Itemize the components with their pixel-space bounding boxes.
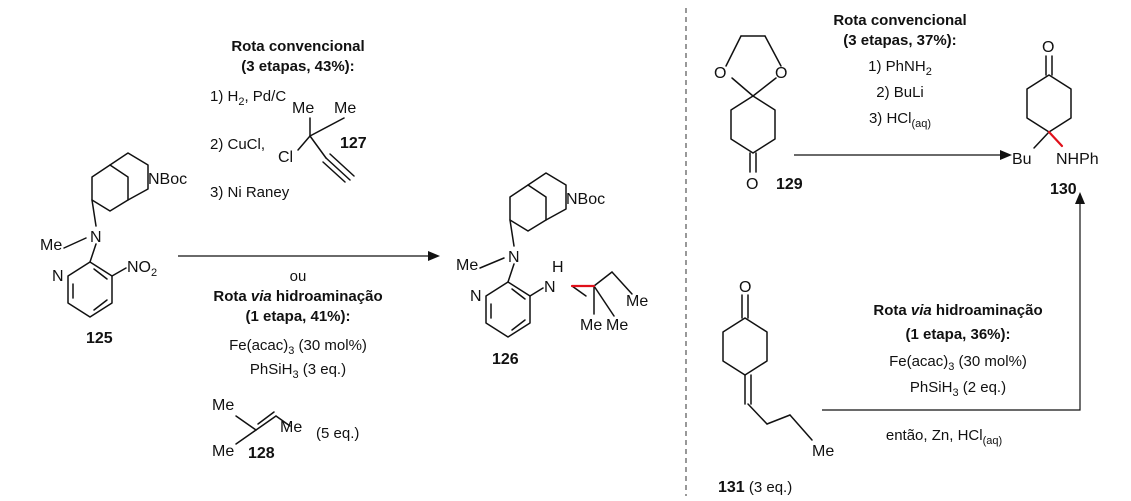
right-step-1: 1) PhNH2	[868, 58, 932, 78]
left-reagent-1: Fe(acac)3 (30 mol%)	[229, 337, 367, 357]
right-conventional-title: Rota convencional	[833, 12, 966, 29]
compound-129-structure	[725, 35, 782, 173]
right-top-arrow-head	[1000, 150, 1012, 160]
methyl-label-126: Me	[456, 257, 478, 274]
right-reagent-2: PhSiH3 (2 eq.)	[910, 379, 1006, 399]
right-step-3: 3) HCl(aq)	[869, 110, 931, 130]
methyl-label-125: Me	[40, 237, 62, 254]
right-bottom-arrow	[822, 200, 1081, 411]
compound-128-structure	[235, 411, 291, 445]
compound-label-127: 127	[340, 135, 367, 152]
amine-n-label-126b: N	[544, 279, 556, 296]
methyl-label-131: Me	[812, 443, 834, 460]
methyl-label-128c: Me	[212, 443, 234, 460]
right-conventional-subtitle: (3 etapas, 37%):	[843, 32, 956, 49]
left-step-1: 1) H2, Pd/C	[210, 88, 286, 108]
nitro-label-125: NO2	[127, 259, 157, 279]
methyl-label-128b: Me	[280, 419, 302, 436]
left-conventional-title: Rota convencional	[231, 38, 364, 55]
right-hydroamination-title: Rota via hidroaminação	[873, 302, 1042, 319]
compound-label-126: 126	[492, 351, 519, 368]
oxygen-label-129a: O	[714, 65, 726, 82]
methyl-label-128a: Me	[212, 397, 234, 414]
oxygen-label-131: O	[739, 279, 751, 296]
left-conventional-subtitle: (3 etapas, 43%):	[241, 58, 354, 75]
pyridine-n-label-125: N	[52, 268, 64, 285]
nhph-label-130: NHPh	[1056, 151, 1099, 168]
right-reagent-3: então, Zn, HCl(aq)	[886, 427, 1002, 447]
left-arrow-head	[428, 251, 440, 261]
nboc-label-125: NBoc	[148, 171, 187, 188]
amine-n-label-125: N	[90, 229, 102, 246]
left-reagent-2: PhSiH3 (3 eq.)	[250, 361, 346, 381]
ou-label: ou	[290, 268, 307, 285]
hydrogen-label-126: H	[552, 259, 564, 276]
nboc-label-126: NBoc	[566, 191, 605, 208]
compound-130-structure	[1026, 55, 1072, 149]
new-cn-bond-130	[1047, 130, 1064, 148]
left-step-3: 3) Ni Raney	[210, 184, 290, 201]
compound-126-structure	[479, 172, 633, 338]
methyl-label-127a: Me	[292, 100, 314, 117]
left-hydroamination-title: Rota via hidroaminação	[213, 288, 382, 305]
butyl-label-130: Bu	[1012, 151, 1032, 168]
pyridine-n-label-126: N	[470, 288, 482, 305]
compound-label-125: 125	[86, 330, 113, 347]
right-hydroamination-subtitle: (1 etapa, 36%):	[905, 326, 1010, 343]
methyl-label-126c: Me	[606, 317, 628, 334]
methyl-label-127b: Me	[334, 100, 356, 117]
methyl-label-126a: Me	[626, 293, 648, 310]
compound-125-structure	[63, 152, 149, 318]
right-reagent-1: Fe(acac)3 (30 mol%)	[889, 353, 1027, 373]
compound-127-structure	[297, 117, 355, 183]
amine-n-label-126: N	[508, 249, 520, 266]
right-step-2: 2) BuLi	[876, 84, 924, 101]
compound-131-structure	[722, 294, 813, 441]
compound-label-130: 130	[1050, 181, 1077, 198]
compound-label-128: 128	[248, 445, 275, 462]
right-bottom-arrow-head	[1075, 192, 1085, 204]
oxygen-label-129c: O	[746, 176, 758, 193]
chloro-label-127: Cl	[278, 149, 293, 166]
oxygen-label-129b: O	[775, 65, 787, 82]
left-step-2: 2) CuCl,	[210, 136, 265, 153]
methyl-label-126b: Me	[580, 317, 602, 334]
compound-label-131: 131 (3 eq.)	[718, 479, 792, 496]
left-hydroamination-subtitle: (1 etapa, 41%):	[245, 308, 350, 325]
compound-label-129: 129	[776, 176, 803, 193]
left-reagent-3-equiv: (5 eq.)	[316, 425, 359, 442]
oxygen-label-130: O	[1042, 39, 1054, 56]
